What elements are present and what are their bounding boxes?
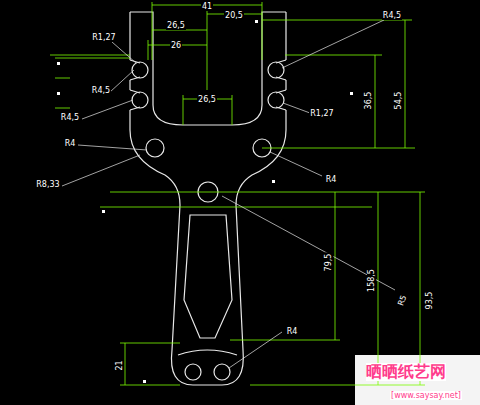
leader-lines bbox=[62, 20, 395, 368]
radius-label: R1,27 bbox=[91, 33, 116, 42]
dimension-text: 93,5 bbox=[426, 290, 435, 310]
dimension-text: 26,5 bbox=[197, 95, 217, 104]
dimension-text: 26 bbox=[170, 41, 182, 50]
radius-label: R8,33 bbox=[35, 180, 60, 189]
dimension-text: 79,5 bbox=[325, 252, 334, 272]
dimension-text: 41 bbox=[201, 2, 213, 11]
radius-label: R4,5 bbox=[91, 86, 111, 95]
dimension-text: 26,5 bbox=[166, 21, 186, 30]
dimension-text: 158,5 bbox=[367, 268, 376, 293]
watermark: [www.saysay.net] bbox=[390, 391, 462, 400]
radius-label: R4 bbox=[286, 327, 299, 336]
dimension-text: 54,5 bbox=[395, 90, 404, 110]
radius-label: R4 bbox=[64, 139, 77, 148]
radius-label: R1,27 bbox=[309, 109, 334, 118]
dimension-lines bbox=[50, 2, 425, 385]
part-outline bbox=[130, 12, 286, 385]
dimension-text: 21 bbox=[115, 359, 124, 371]
watermark-ground bbox=[355, 355, 480, 405]
radius-label: R4,5 bbox=[60, 113, 80, 122]
radius-label: R4,5 bbox=[382, 11, 402, 20]
radius-label: R4 bbox=[325, 175, 338, 184]
dimension-text: 36,5 bbox=[365, 90, 374, 110]
watermark: 晒晒纸艺网 bbox=[366, 363, 446, 381]
dimension-text: 20,5 bbox=[224, 11, 244, 20]
arrow-ticks bbox=[57, 20, 353, 383]
radius-label: R5 bbox=[396, 293, 409, 308]
